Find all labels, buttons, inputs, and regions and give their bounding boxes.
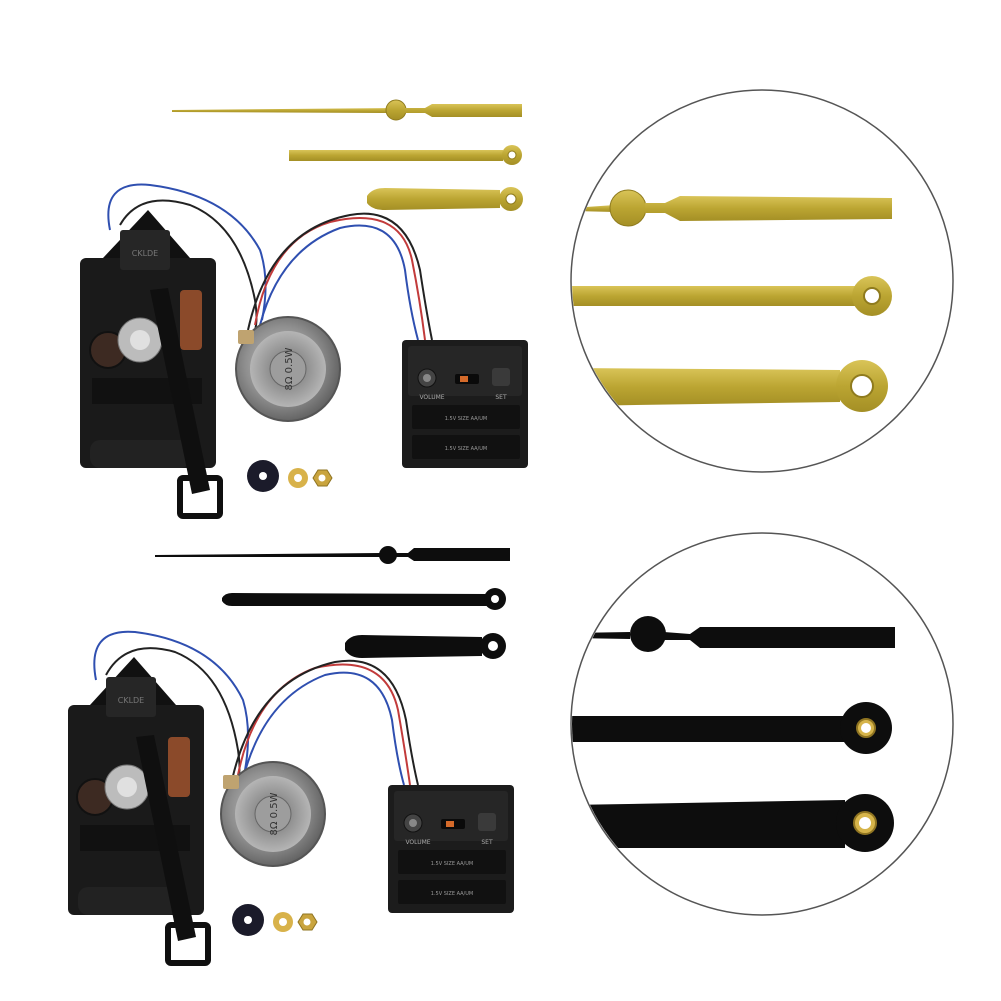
black-second-hand — [155, 546, 510, 564]
gold-kit: CKLDE 8Ω 0.5W VO — [80, 99, 528, 519]
black-kit-control-box: VOLUME SET 1.5V SIZE AA/UM 1.5V SIZE AA/… — [388, 785, 514, 913]
black-kit-hardware — [232, 904, 318, 936]
black-kit: CKLDE 8Ω 0.5W VOLUME — [68, 546, 514, 966]
battery-label-2: 1.5V SIZE AA/UM — [445, 446, 487, 452]
volume-label: VOLUME — [419, 394, 444, 401]
speaker-marking: 8Ω 0.5W — [284, 347, 295, 390]
set-label: SET — [481, 839, 493, 846]
gold-minute-hand — [289, 145, 522, 165]
battery-label-1: 1.5V SIZE AA/UM — [431, 861, 473, 867]
gold-kit-hardware — [247, 460, 333, 492]
gold-second-hand — [172, 99, 522, 121]
black-minute-hand — [222, 588, 506, 610]
black-kit-wires — [93, 630, 419, 786]
battery-label-2: 1.5V SIZE AA/UM — [431, 891, 473, 897]
gold-kit-wires — [107, 183, 433, 341]
black-hour-hand — [345, 633, 506, 659]
speaker-marking: 8Ω 0.5W — [269, 792, 280, 835]
gold-kit-speaker: 8Ω 0.5W — [235, 316, 341, 422]
gold-hour-hand — [367, 187, 523, 211]
black-kit-speaker: 8Ω 0.5W — [220, 761, 326, 867]
gold-hands-zoom — [570, 89, 954, 473]
battery-label-1: 1.5V SIZE AA/UM — [445, 416, 487, 422]
black-kit-movement: CKLDE — [68, 657, 211, 966]
gold-kit-control-box: VOLUME SET 1.5V SIZE AA/UM 1.5V SIZE AA/… — [402, 340, 528, 468]
gold-kit-movement: CKLDE — [80, 210, 223, 519]
volume-label: VOLUME — [405, 839, 430, 846]
black-hands-zoom — [570, 532, 954, 916]
movement-logo: CKLDE — [132, 249, 159, 258]
set-label: SET — [495, 394, 507, 401]
movement-logo: CKLDE — [118, 696, 145, 705]
